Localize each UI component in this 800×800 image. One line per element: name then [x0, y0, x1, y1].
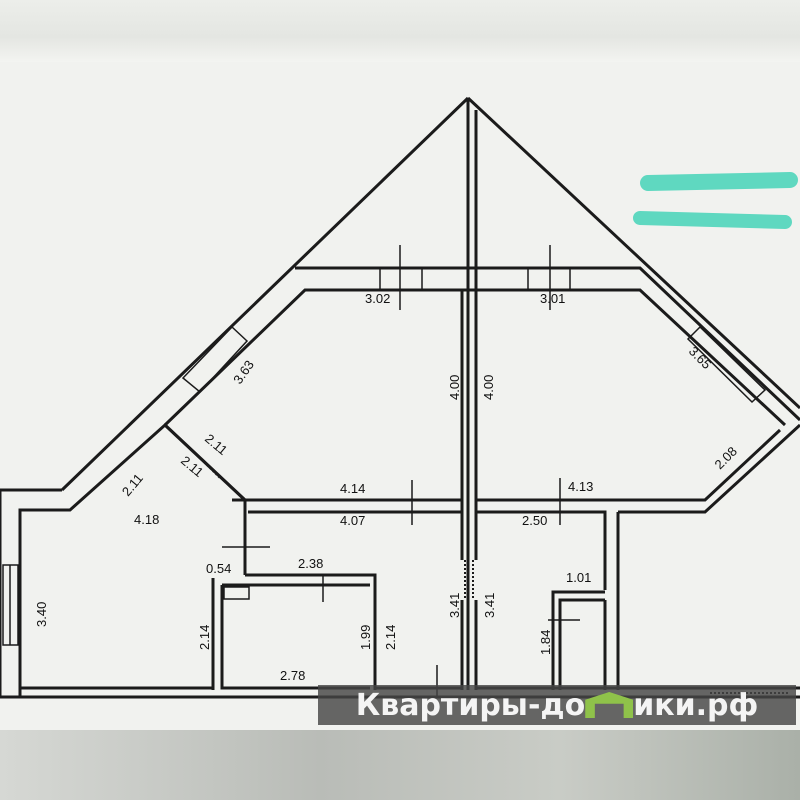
dim-label: 4.14 — [340, 481, 365, 496]
windows — [2, 267, 767, 646]
dim-label: 1.84 — [538, 630, 553, 655]
highlight-marks — [633, 172, 798, 229]
dim-label: 2.50 — [522, 513, 547, 528]
dim-label: 3.02 — [365, 291, 390, 306]
dim-label: 3.01 — [540, 291, 565, 306]
dim-label: 1.99 — [358, 625, 373, 650]
watermark-text-start: Квартиры-до — [355, 687, 586, 723]
dim-label: 2.11 — [202, 431, 230, 458]
dim-label: 1.01 — [566, 570, 591, 585]
dim-label: 2.11 — [119, 471, 146, 499]
watermark-text-end: ики.рф — [633, 687, 759, 723]
dim-label: 3.41 — [447, 593, 462, 618]
dim-label: 3.40 — [34, 602, 49, 627]
dim-label: 2.08 — [712, 444, 741, 473]
dim-label: 4.18 — [134, 512, 159, 527]
blurred-top-edge — [0, 0, 800, 62]
dim-label: 4.00 — [447, 375, 462, 400]
dim-label: 3.65 — [686, 344, 715, 373]
dim-label: 2.78 — [280, 668, 305, 683]
dim-label: 2.38 — [298, 556, 323, 571]
blurred-bottom-edge — [0, 730, 800, 800]
dim-label: 2.14 — [383, 625, 398, 650]
dim-label: 0.54 — [206, 561, 231, 576]
dim-label: 2.11 — [178, 453, 206, 480]
dim-label: 3.41 — [482, 593, 497, 618]
dim-label: 2.14 — [197, 625, 212, 650]
watermark: Квартиры-до ики.рф — [318, 685, 796, 725]
dimension-ticks — [222, 245, 580, 697]
dimension-labels: 3.02 3.01 3.63 3.65 4.00 4.00 2.11 2.11 … — [34, 291, 740, 683]
dim-label: 3.63 — [230, 357, 257, 386]
dim-label: 4.00 — [481, 375, 496, 400]
dim-label: 4.07 — [340, 513, 365, 528]
dim-label: 4.13 — [568, 479, 593, 494]
house-logo-icon — [585, 690, 634, 720]
